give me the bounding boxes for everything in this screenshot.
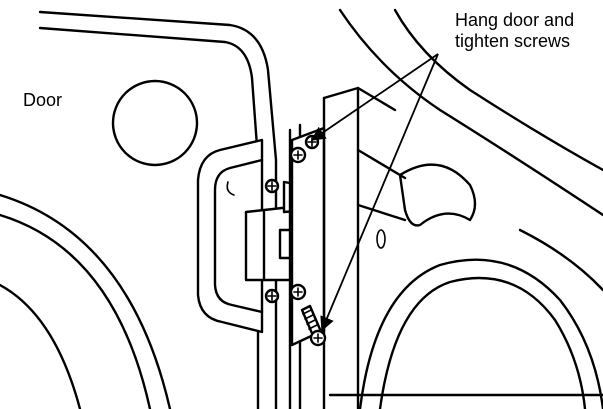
callout-line-1: Hang door and [455, 10, 575, 30]
arrow-to-upper-screw [310, 53, 439, 141]
dryer-cabinet [288, 8, 603, 409]
callout-line-2: tighten screws [455, 31, 571, 51]
door-panel [0, 10, 278, 409]
door-label: Door [23, 90, 63, 110]
lower-screw [300, 304, 327, 347]
door-window [111, 79, 199, 167]
cabinet-screws [289, 134, 327, 347]
arrow-to-lower-screw [320, 53, 439, 332]
hang-door-callout: Hang door and tighten screws [455, 10, 574, 52]
callout-arrows [310, 53, 439, 332]
